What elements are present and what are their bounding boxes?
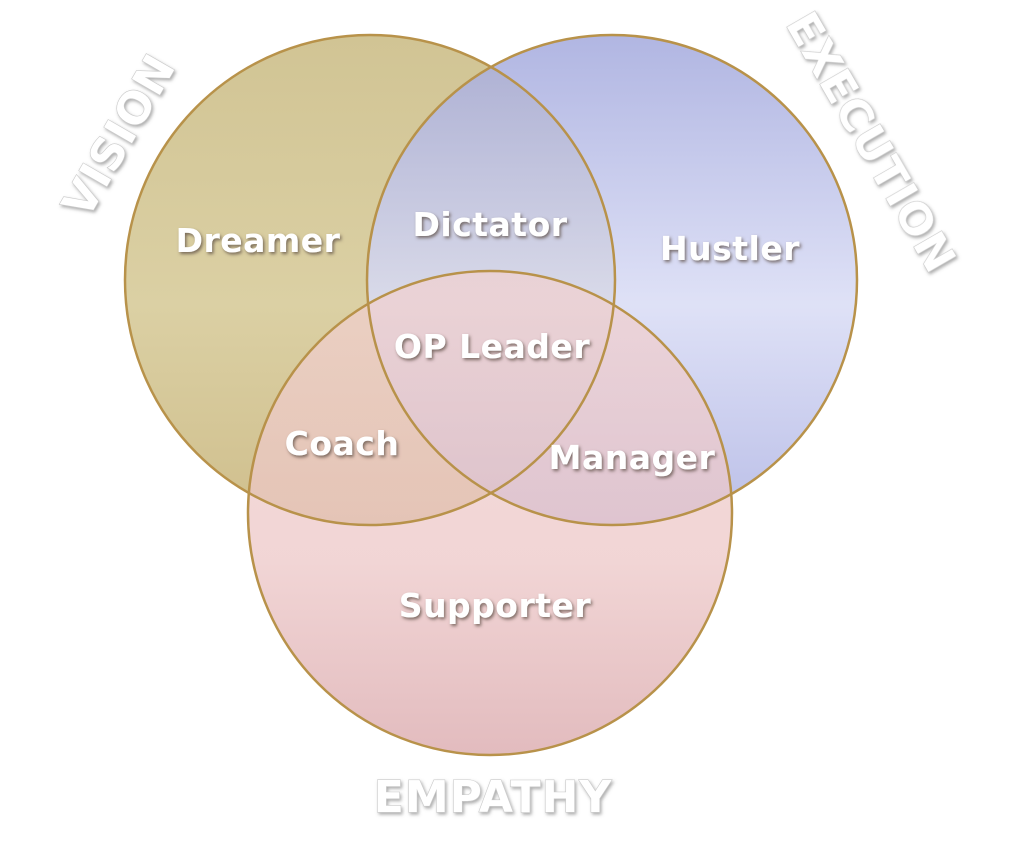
empathy-circle-outline — [246, 269, 734, 757]
empathy-circle — [248, 271, 732, 755]
label-dictator: Dictator — [412, 205, 567, 244]
label-coach: Coach — [285, 424, 400, 463]
set-label-empathy: EMPATHY — [374, 772, 613, 823]
label-manager: Manager — [549, 438, 716, 477]
circle-outlines — [123, 33, 859, 757]
vision-circle-outline — [123, 33, 617, 527]
label-supporter: Supporter — [399, 586, 592, 625]
label-op-leader: OP Leader — [394, 327, 590, 366]
region-labels: Dreamer Dictator Hustler OP Leader Coach… — [176, 205, 800, 625]
execution-circle-outline — [365, 33, 859, 527]
label-dreamer: Dreamer — [176, 221, 341, 260]
circles — [125, 35, 857, 755]
label-hustler: Hustler — [660, 229, 800, 268]
